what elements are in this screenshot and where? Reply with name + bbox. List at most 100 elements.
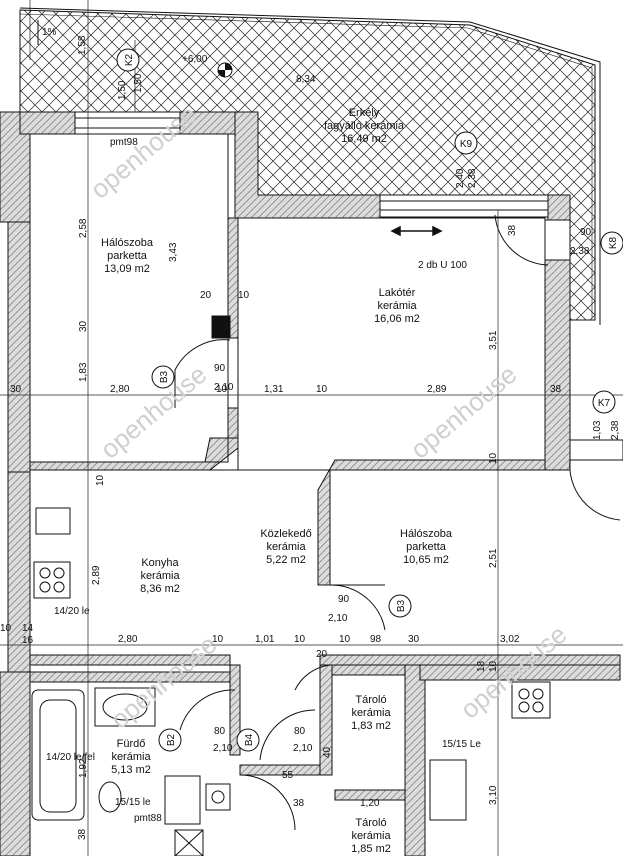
room-living-name: Lakótér (379, 287, 416, 299)
dimension-texts: 1,58 1,50 1,50 8,34 2,58 3,43 30 1,83 20… (0, 35, 621, 840)
notes: pmt98 2 db U 100 14/20 le 14/20 le/fel 1… (46, 137, 481, 824)
dim: 1,01 (255, 634, 275, 645)
dim: 1,50 (133, 73, 144, 93)
dim: 20 (316, 649, 328, 660)
room-kitchen-floor: kerámia (140, 570, 180, 582)
dim: 14 (22, 623, 34, 634)
note-pmt88: pmt88 (134, 813, 162, 824)
room-labels: Erkély fagyálló kerámia 16,49 m2 Hálószo… (101, 107, 453, 855)
room-balcony-name: Erkély (349, 107, 380, 119)
room-storage1-name: Tároló (355, 694, 386, 706)
dim: 38 (550, 384, 562, 395)
door-tag-labels: K2 K9 K8 K7 B3 B3 B2 B4 (124, 53, 619, 746)
tag-b3-lower: B3 (396, 599, 407, 612)
dim: 38 (507, 224, 518, 236)
room-bedroom1-area: 13,09 m2 (104, 263, 150, 275)
dim: 2,10 (213, 743, 233, 754)
tag-k9: K9 (460, 139, 473, 150)
dim: 1,58 (77, 35, 88, 55)
dim: 10 (488, 452, 499, 464)
room-hall-floor: kerámia (266, 541, 306, 553)
dim: 2,51 (488, 548, 499, 568)
note-u100: 2 db U 100 (418, 260, 467, 271)
room-storage2-area: 1,85 m2 (351, 843, 391, 855)
dim: 10 (488, 660, 499, 672)
dim: 80 (214, 726, 226, 737)
dim: 1,92 (78, 758, 89, 778)
dim: 2,10 (214, 382, 234, 393)
dim: 10 (0, 623, 12, 634)
room-bedroom2-area: 10,65 m2 (403, 554, 449, 566)
dim: 3,43 (168, 242, 179, 262)
note-15-15-le-b: 15/15 le (115, 797, 151, 808)
note-14-20-le-fel: 14/20 le/fel (46, 752, 95, 763)
dim: 10 (95, 474, 106, 486)
dim: 40 (322, 746, 333, 758)
dim: 2,40 (455, 168, 466, 188)
fixtures (31, 315, 551, 856)
note-15-15-le-a: 15/15 Le (442, 739, 481, 750)
dim: 2,38 (467, 168, 478, 188)
door-tags (116, 48, 623, 752)
dim: 80 (294, 726, 306, 737)
dim: 98 (370, 634, 382, 645)
arrow-marks (390, 225, 443, 237)
room-bedroom2-name: Hálószoba (400, 528, 453, 540)
tag-b4: B4 (244, 733, 255, 746)
tag-k7: K7 (598, 398, 611, 409)
dim: 1,83 (78, 362, 89, 382)
dim: 90 (214, 363, 226, 374)
tag-k8: K8 (608, 236, 619, 249)
dim: 10 (216, 384, 228, 395)
room-bedroom1-name: Hálószoba (101, 237, 154, 249)
room-living-floor: kerámia (377, 300, 417, 312)
room-bathroom-floor: kerámia (111, 751, 151, 763)
dim: 10 (212, 634, 224, 645)
room-storage2-floor: kerámia (351, 830, 391, 842)
elevation-text: +6,00 (182, 54, 208, 65)
dim: 10 (339, 634, 351, 645)
room-hall-area: 5,22 m2 (266, 554, 306, 566)
dim: 2,10 (328, 613, 348, 624)
room-living-area: 16,06 m2 (374, 313, 420, 325)
dim: 1,20 (360, 798, 380, 809)
doors (174, 214, 621, 831)
dim: 3,02 (500, 634, 520, 645)
dim: 3,10 (488, 785, 499, 805)
dim: 8,34 (296, 74, 316, 85)
dim: 30 (78, 320, 89, 332)
room-storage1-floor: kerámia (351, 707, 391, 719)
dim: 10 (294, 634, 306, 645)
dim: 2,80 (118, 634, 138, 645)
slope-note: 1% (42, 27, 57, 38)
dim: 20 (200, 290, 212, 301)
dim: 30 (10, 384, 22, 395)
room-storage2-name: Tároló (355, 817, 386, 829)
dim: 18 (476, 660, 487, 672)
room-kitchen-area: 8,36 m2 (140, 583, 180, 595)
dim: 1,03 (592, 420, 603, 440)
dim: 1,50 (117, 80, 128, 100)
dim: 2,80 (110, 384, 130, 395)
dim: 38 (77, 828, 88, 840)
dim: 10 (316, 384, 328, 395)
dim: 2,10 (293, 743, 313, 754)
dim: 2,89 (91, 565, 102, 585)
room-kitchen-name: Konyha (141, 557, 179, 569)
room-balcony-floor: fagyálló kerámia (324, 120, 405, 132)
room-bedroom1-floor: parketta (107, 250, 148, 262)
dim: 2,38 (610, 420, 621, 440)
tag-b3-upper: B3 (159, 370, 170, 383)
dim: 55 (282, 770, 294, 781)
dim: 1,31 (264, 384, 284, 395)
dim: 2,38 (570, 246, 590, 257)
dim: 16 (22, 635, 34, 646)
dim: 38 (293, 798, 305, 809)
elevation-marker: +6,00 (182, 54, 233, 78)
room-hall-name: Közlekedő (260, 528, 311, 540)
room-balcony-area: 16,49 m2 (341, 133, 387, 145)
dim: 90 (338, 594, 350, 605)
